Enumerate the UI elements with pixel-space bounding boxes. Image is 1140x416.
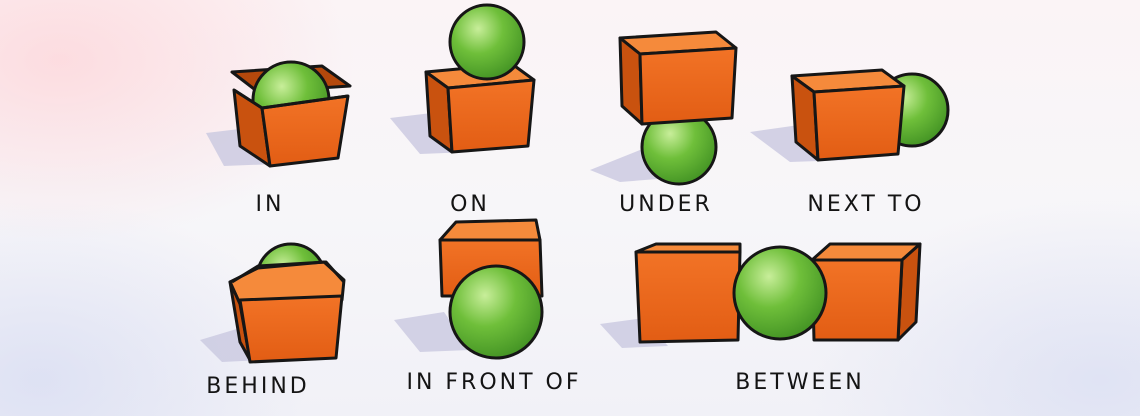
scene-in	[206, 60, 352, 168]
scene-next-to	[750, 68, 950, 162]
label-behind: BEHIND	[206, 374, 310, 399]
scene-behind	[200, 242, 346, 364]
cube-icon	[232, 88, 350, 168]
shadow	[394, 312, 470, 352]
cube-icon	[790, 68, 906, 162]
label-in-front-of: IN FRONT OF	[406, 370, 582, 395]
ball-icon	[732, 245, 828, 341]
cube-icon	[810, 242, 922, 342]
shadow	[590, 150, 670, 182]
ball-icon	[448, 264, 544, 360]
cube-icon	[424, 62, 536, 154]
scene-between	[600, 242, 922, 348]
label-next-to: NEXT TO	[807, 192, 925, 217]
cube-icon	[228, 260, 346, 364]
cube-icon	[634, 242, 742, 344]
label-under: UNDER	[619, 192, 713, 217]
label-in: IN	[255, 192, 285, 217]
ball-icon	[448, 3, 526, 81]
label-on: ON	[450, 192, 490, 217]
scene-under	[590, 30, 738, 186]
cube-icon	[618, 30, 738, 126]
scene-on	[390, 3, 536, 154]
scene-in-front-of	[394, 218, 544, 360]
label-between: BETWEEN	[735, 370, 865, 395]
